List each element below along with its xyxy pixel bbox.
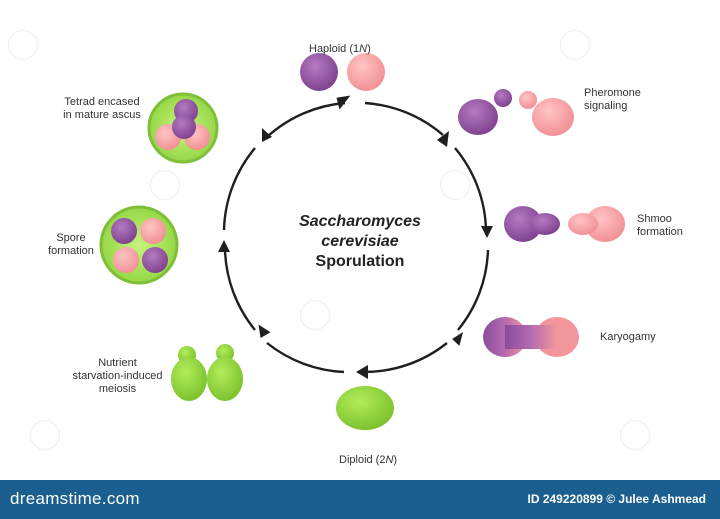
label-tetrad: Tetrad encased in mature ascus (63, 96, 141, 121)
image-credit: ID 249220899 © Julee Ashmead (527, 492, 707, 506)
label-haploid-n: N (359, 43, 368, 55)
label-pheromone: Pheromone signaling (584, 87, 641, 112)
diploid-cell (336, 386, 394, 430)
label-diploid-n: N (385, 454, 394, 466)
label-haploid-close: ) (367, 43, 371, 55)
diagram-canvas: Saccharomyces cerevisiae Sporulation Hap… (8, 30, 683, 467)
arrow-haploid-to-pheromone (364, 101, 444, 136)
label-diploid-close: ) (393, 454, 398, 466)
label-haploid: Haploid (1N) (309, 30, 371, 56)
arrow-shmoo-to-karyogamy (457, 249, 490, 331)
watermark-icon (30, 420, 60, 450)
spore-formation-ascus (99, 205, 179, 285)
meiosis-cells (171, 344, 243, 401)
label-diploid: Diploid (2N) (339, 441, 397, 467)
label-spore: Spore formation (48, 232, 94, 257)
cycle-diagram (99, 53, 625, 430)
pheromone-cells (458, 89, 574, 136)
haploid-cell-pink (347, 53, 385, 91)
watermark-icon (300, 300, 330, 330)
label-meiosis: Nutrient starvation-induced meiosis (72, 357, 163, 395)
arrow-spore-to-tetrad (222, 147, 256, 231)
arrow-tetrad-to-haploid (267, 101, 346, 137)
arrow-meiosis-to-spore (223, 249, 256, 331)
arrow-karyogamy-to-diploid (363, 342, 448, 374)
watermark-icon (620, 420, 650, 450)
label-diploid-text: Diploid (2 (339, 454, 386, 466)
tetrad-ascus (147, 92, 219, 164)
diagram-title: Saccharomyces cerevisiae Sporulation (260, 212, 460, 272)
brand-logo[interactable]: dreamstime.com (10, 489, 140, 508)
title-process: Sporulation (315, 253, 405, 270)
shmoo-cells (504, 206, 625, 242)
arrowheads (218, 95, 493, 379)
label-haploid-text: Haploid (1 (309, 43, 360, 55)
watermark-icon (560, 30, 590, 60)
arrow-pheromone-to-shmoo (454, 147, 488, 231)
haploid-cells (300, 53, 385, 91)
label-shmoo: Shmoo formation (637, 213, 683, 238)
haploid-cell-purple (300, 53, 338, 91)
label-karyogamy: Karyogamy (600, 331, 656, 343)
karyogamy-cell (483, 317, 579, 357)
watermark-icon (150, 170, 180, 200)
title-species: cerevisiae (321, 233, 399, 250)
cycle-arrows (222, 101, 490, 374)
title-genus: Saccharomyces (299, 213, 421, 230)
watermark-icon (8, 30, 38, 60)
footer-bar: dreamstime.com ID 249220899 © Julee Ashm… (0, 480, 720, 519)
arrow-diploid-to-meiosis (266, 342, 345, 374)
watermark-icon (440, 170, 470, 200)
